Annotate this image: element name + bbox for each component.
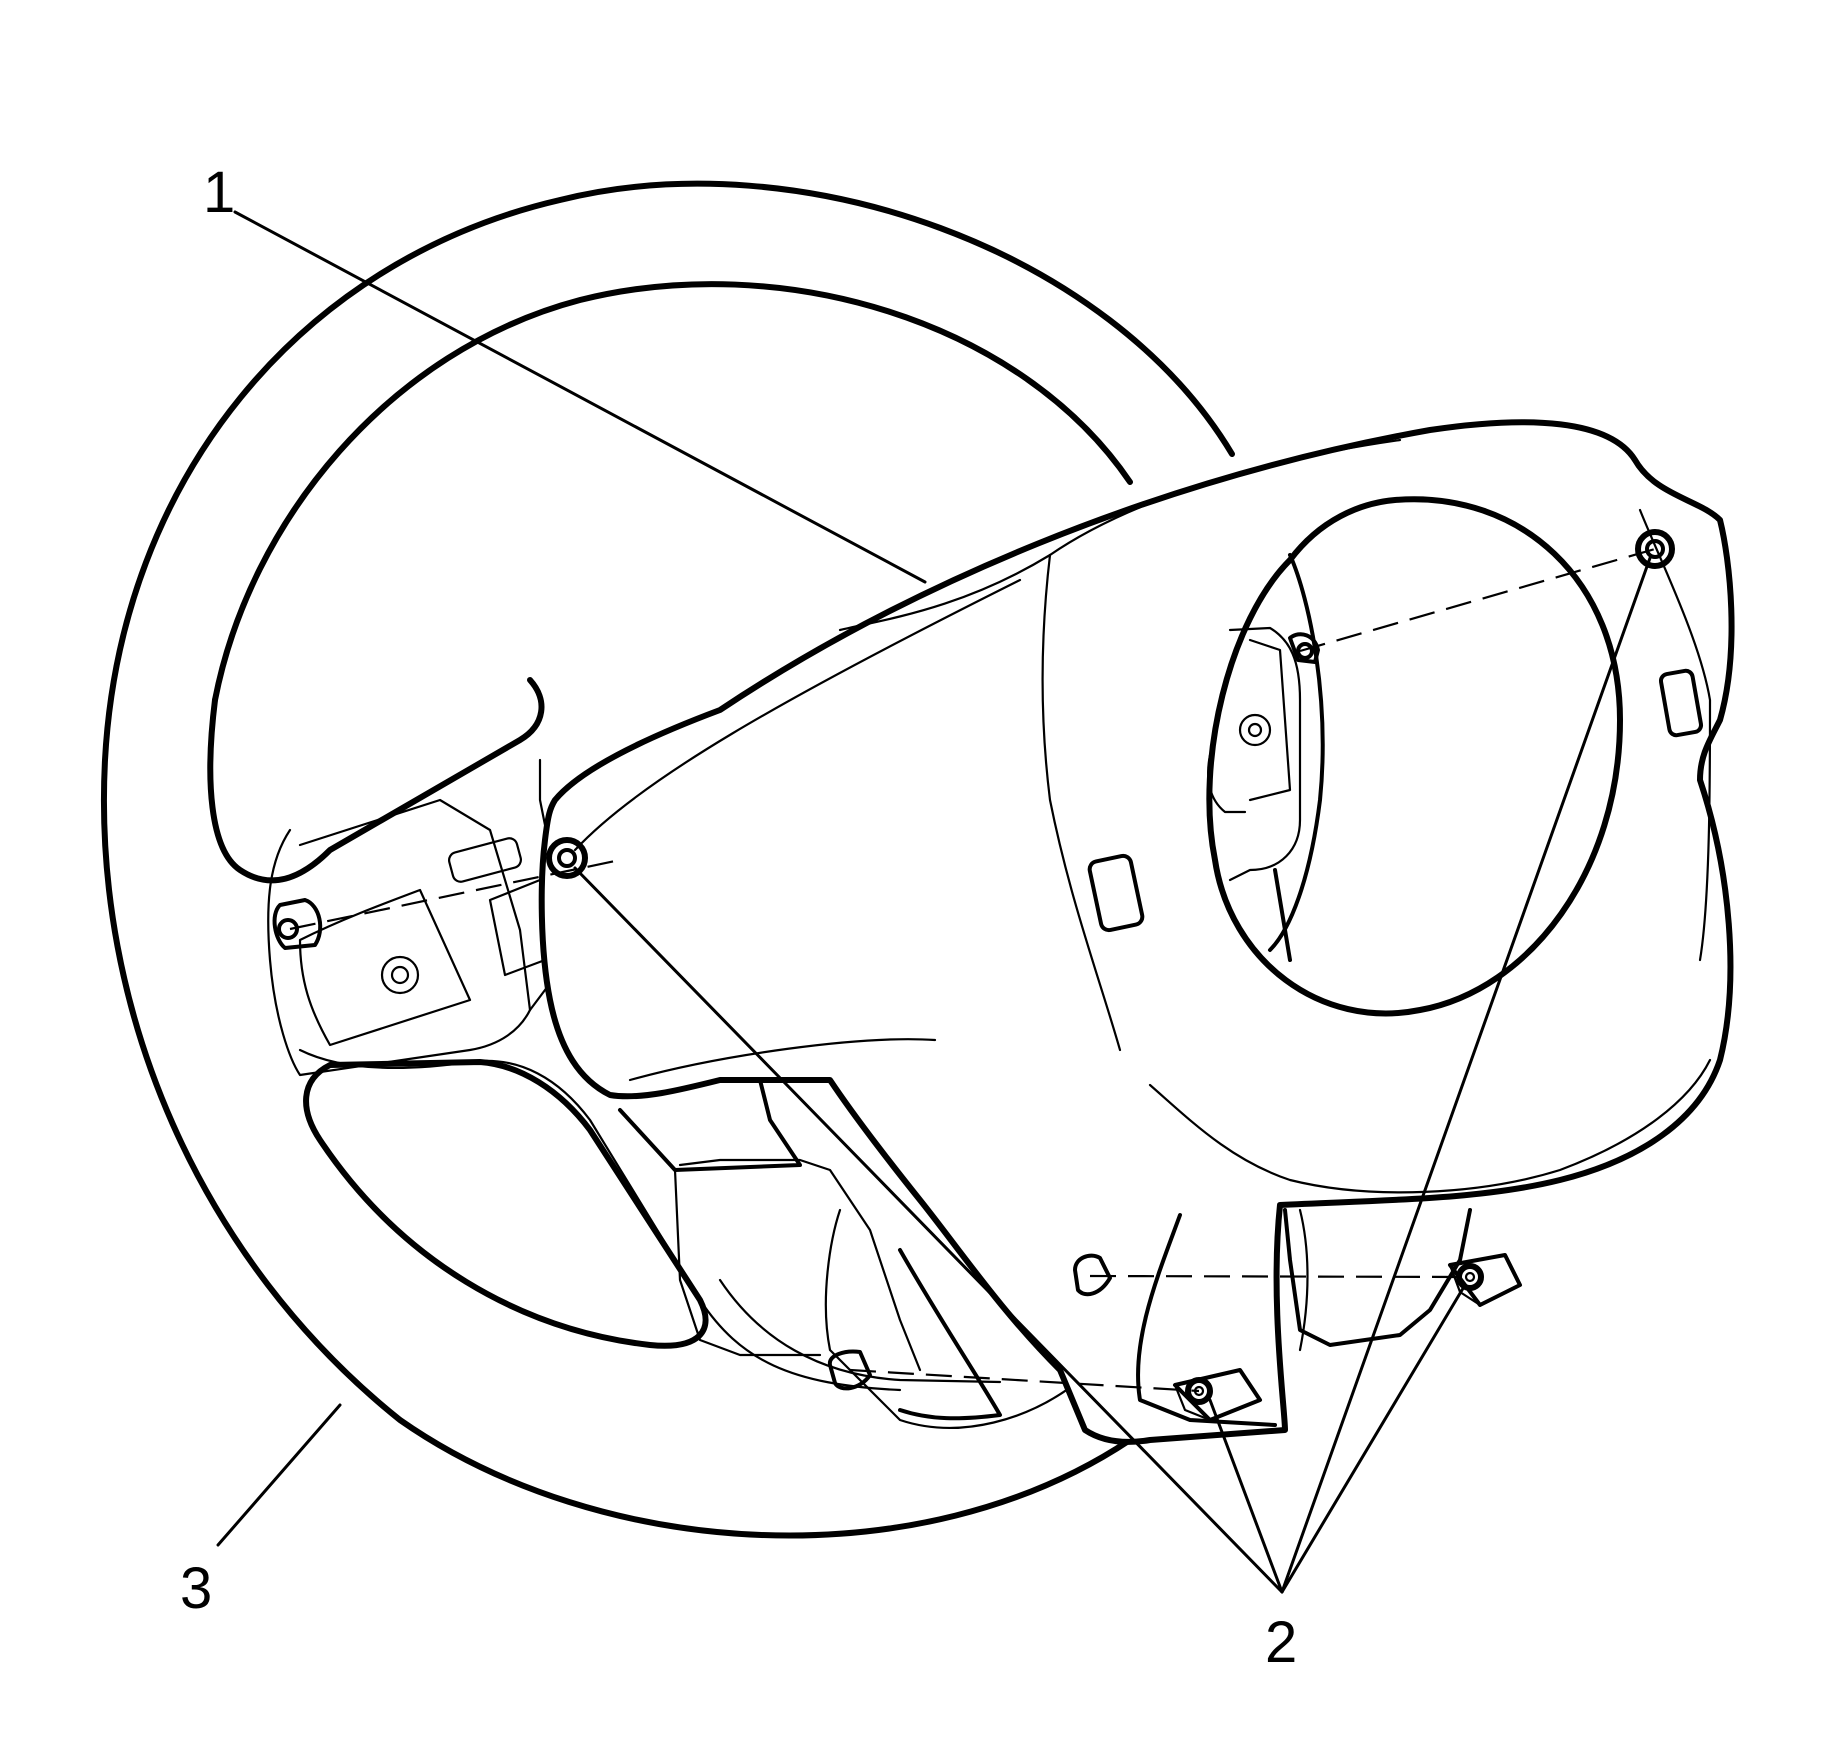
inner-clip-hole <box>1296 642 1314 660</box>
callout-labels: 1 2 3 <box>180 160 1297 1675</box>
left-bracket-clip <box>272 898 323 950</box>
column-opening <box>1206 496 1623 1017</box>
lower-fastener-block-right <box>1448 1253 1522 1307</box>
column-inner-arc <box>1268 553 1325 952</box>
cover-clip-lower-right <box>1073 1253 1112 1297</box>
inner-bracket-face <box>1248 638 1292 802</box>
left-clip-hole <box>277 918 299 940</box>
callout-3-label: 3 <box>180 1556 212 1621</box>
bracket-fastener-hole-outer <box>380 955 420 995</box>
dash-upper-right <box>1299 547 1656 653</box>
leader-lines <box>216 210 1652 1594</box>
cover-bottom-left-notch <box>1283 1208 1472 1347</box>
cover-window-right <box>1658 668 1704 738</box>
dash-upper-left <box>289 858 621 931</box>
hub-lower-curve <box>824 1208 1082 1429</box>
cover-window-left <box>1087 853 1145 933</box>
hub-lower-inner-left <box>673 1168 822 1357</box>
leader-3 <box>216 1403 342 1547</box>
hub-lower-bottom <box>898 1248 1002 1421</box>
inner-bracket-hole-outer <box>1238 713 1272 747</box>
left-switch-bracket <box>267 758 562 1077</box>
alignment-lines <box>289 547 1656 1393</box>
callout-2-label: 2 <box>1265 1610 1297 1675</box>
inner-bracket-hole-inner <box>1247 722 1263 738</box>
leader-2c <box>1280 556 1652 1594</box>
cover-face-contour <box>1048 438 1402 557</box>
cover-fastener-upper-left-inner <box>557 848 577 868</box>
dash-lower-center <box>849 1368 1200 1393</box>
steering-column-cover <box>538 419 1735 1445</box>
leader-2d <box>1280 1283 1467 1594</box>
hub-lower-structure <box>618 1078 1082 1429</box>
left-bracket-inner <box>298 888 472 1047</box>
cover-lower-crease <box>628 1038 937 1082</box>
cover-fastener-upper-right-inner <box>1645 539 1665 559</box>
leader-1 <box>233 210 927 584</box>
steering-wheel-outer-rim <box>101 180 1235 1539</box>
inner-bracket-outline <box>1228 626 1302 882</box>
bracket-fastener-hole-inner <box>390 965 410 985</box>
left-bracket-tab <box>488 878 547 977</box>
cover-fastener-upper-left-outer <box>546 837 588 879</box>
leader-2a <box>573 866 1284 1594</box>
steering-wheel <box>101 180 1235 1539</box>
lower-fastener-block-center <box>1173 1368 1262 1422</box>
inner-stalk <box>1207 753 1247 814</box>
cover-face-right-edge <box>1041 553 1122 1052</box>
left-bracket-face <box>298 798 532 1012</box>
cover-right-contour <box>1638 508 1712 962</box>
inner-bracket-clip <box>1288 632 1320 664</box>
cover-left-inner-edge <box>573 578 1022 852</box>
left-bracket-outline <box>267 758 562 1077</box>
hub-lower-ledge <box>618 1078 802 1172</box>
leader-2b <box>1208 1398 1284 1594</box>
left-bracket-slot <box>448 837 522 883</box>
cover-fastener-upper-right-outer <box>1635 529 1675 569</box>
callout-1-label: 1 <box>203 160 235 225</box>
inner-lower-curve <box>1273 868 1292 962</box>
lower-left-opening <box>303 1059 709 1349</box>
cover-clip-lower-left <box>827 1349 872 1391</box>
lower-spoke-edge <box>298 1048 902 1392</box>
dash-lower-right <box>1089 1274 1471 1279</box>
cover-bottom-center-tab <box>1136 1213 1277 1427</box>
cover-upper-inner-line <box>838 553 1052 632</box>
lower-spoke-edge-inner <box>718 1278 1002 1384</box>
hub-lower-left-body <box>678 1158 922 1372</box>
cover-outline <box>538 419 1735 1445</box>
upper-left-opening <box>207 677 545 884</box>
steering-wheel-inner-rim <box>212 281 1133 703</box>
